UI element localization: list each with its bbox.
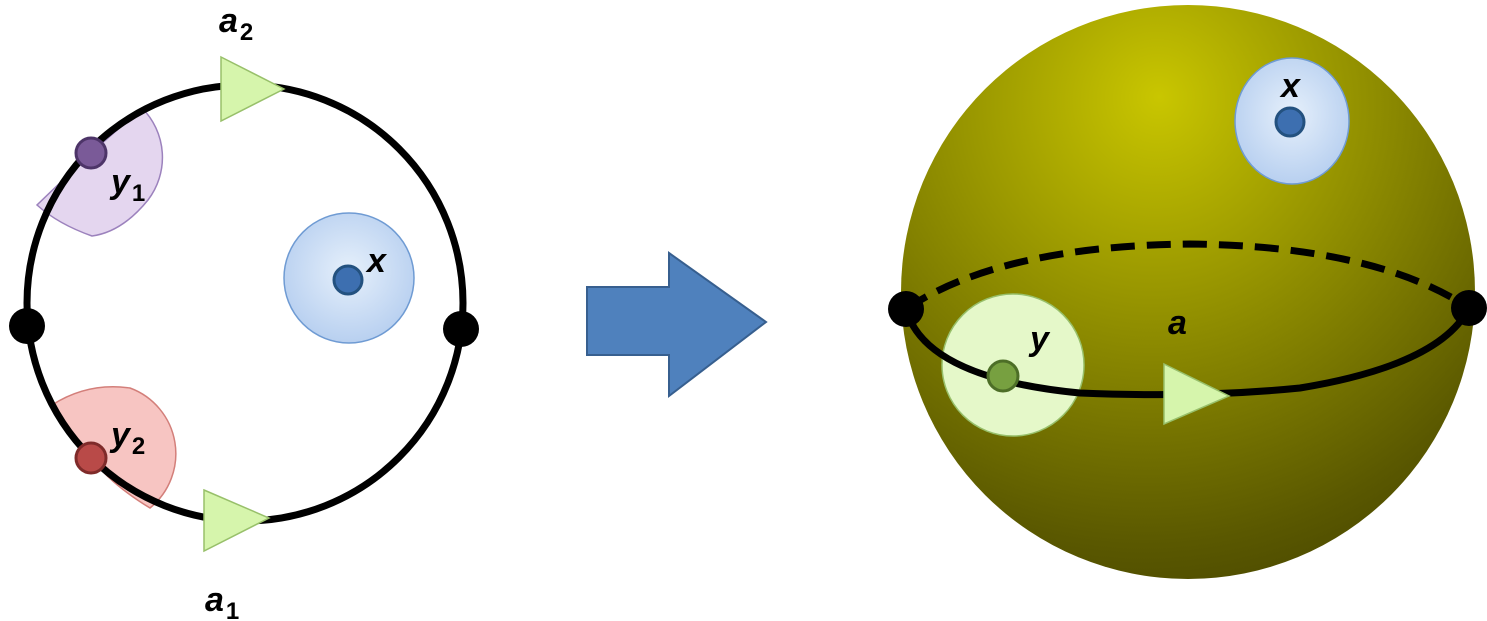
a2-arrow bbox=[220, 55, 286, 123]
left-circle-diagram: x a2 a1 y1 y2 bbox=[9, 2, 479, 621]
transform-arrow bbox=[586, 251, 768, 399]
y1-label: y1 bbox=[109, 163, 145, 207]
y1-point bbox=[74, 136, 108, 170]
a2-label: a2 bbox=[219, 2, 253, 46]
sphere-x-point bbox=[1274, 106, 1306, 138]
y1-neighborhood-wedge bbox=[35, 106, 164, 237]
a1-arrow bbox=[203, 488, 271, 553]
sphere bbox=[901, 5, 1475, 579]
equator-back-dashed bbox=[904, 240, 1471, 312]
sphere-right-vertex bbox=[1451, 290, 1487, 326]
sphere-x-label: x bbox=[1279, 67, 1302, 105]
x-label: x bbox=[365, 242, 388, 280]
x-point bbox=[332, 264, 364, 296]
sphere-y-label: y bbox=[1028, 320, 1051, 358]
sphere-a-arrow bbox=[1163, 362, 1231, 426]
left-vertex bbox=[9, 308, 45, 344]
sphere-left-vertex bbox=[888, 291, 924, 327]
right-vertex bbox=[443, 311, 479, 347]
y2-neighborhood-wedge bbox=[50, 386, 177, 509]
sphere-a-label: a bbox=[1168, 304, 1187, 342]
sphere-y-point bbox=[986, 359, 1020, 393]
y2-label: y2 bbox=[109, 416, 145, 460]
right-sphere-diagram: x y a bbox=[888, 5, 1487, 579]
y2-point bbox=[74, 441, 108, 475]
a1-label: a1 bbox=[205, 581, 239, 621]
